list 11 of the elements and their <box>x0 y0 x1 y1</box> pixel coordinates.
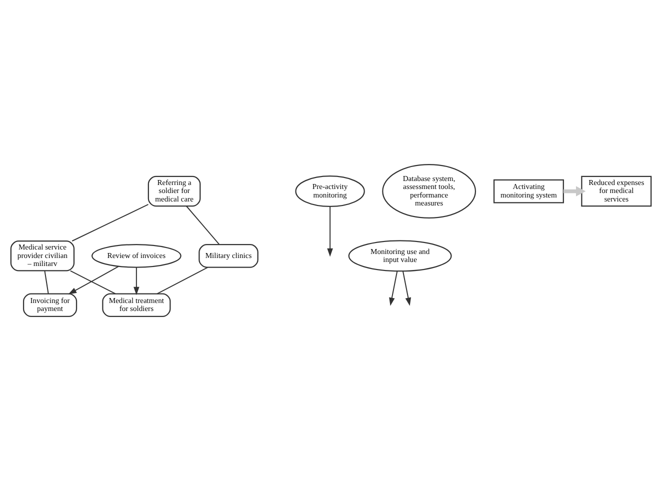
arrow <box>402 271 412 306</box>
connector <box>44 270 49 294</box>
arrow <box>327 206 333 257</box>
connector <box>186 206 220 245</box>
arrow <box>563 186 586 196</box>
arrow <box>389 271 398 306</box>
arrow <box>68 266 119 294</box>
connector <box>72 204 148 242</box>
connector <box>70 270 116 294</box>
arrow <box>134 267 140 296</box>
connector <box>156 266 208 294</box>
